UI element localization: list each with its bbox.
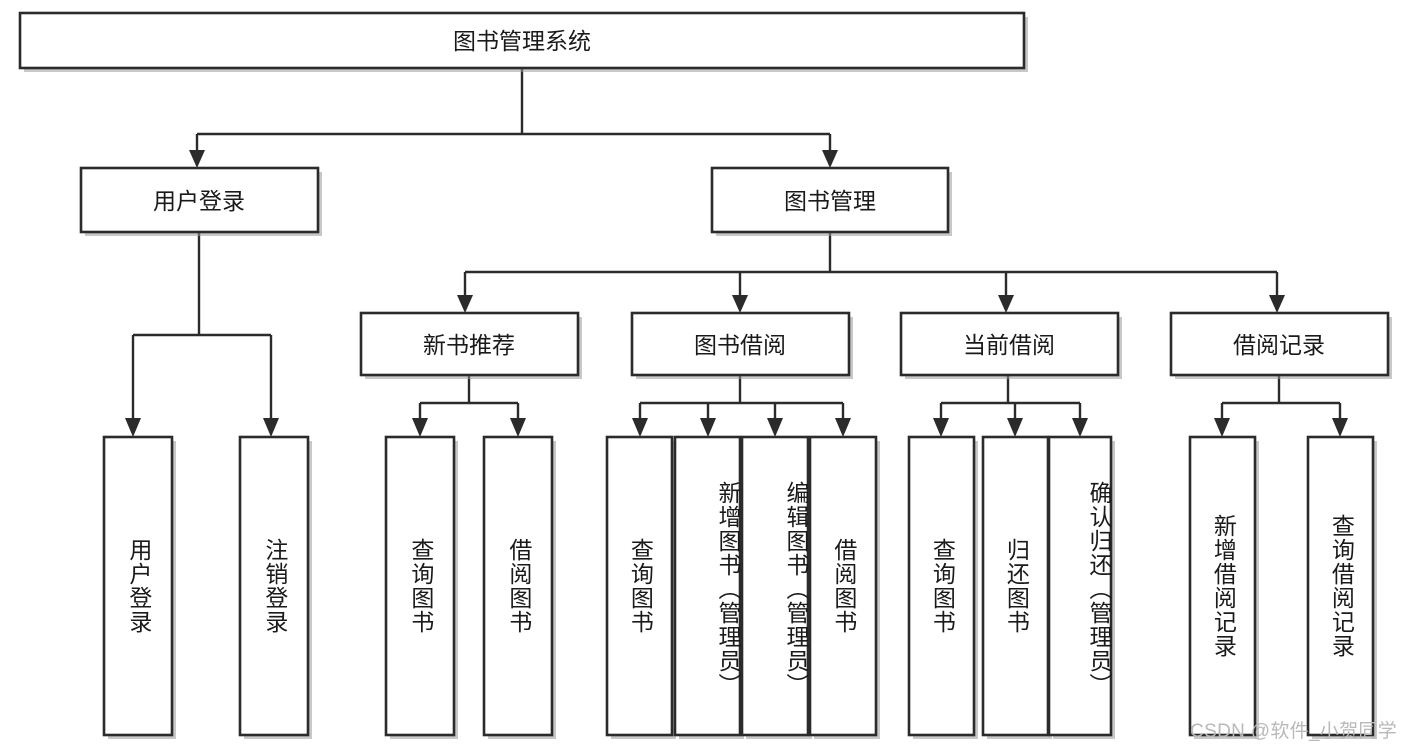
leaf-rect-3[interactable] (482, 435, 554, 737)
leaf-rect-7[interactable] (808, 435, 878, 737)
leaf-rect-2[interactable] (384, 435, 456, 737)
arrowhead-bookmgmt-record (1269, 295, 1285, 313)
node-root-rect[interactable] (18, 11, 1026, 70)
node-new-book-recommend-label: 新书推荐 (423, 332, 515, 358)
arrowhead-borrow-leaf-1 (632, 418, 648, 437)
arrowhead-current-leaf-2 (1007, 418, 1023, 437)
leaf-rect-4[interactable] (605, 435, 674, 737)
arrowhead-borrow-leaf-4 (835, 418, 851, 437)
leaf-rect-12[interactable] (1306, 435, 1375, 737)
node-user-login-label: 用户登录 (153, 188, 245, 214)
node-book-management-rect[interactable] (710, 166, 950, 234)
node-current-borrow-label: 当前借阅 (963, 332, 1055, 358)
connectors-bookmgmt-to-level3 (457, 232, 1285, 313)
arrowhead-record-leaf-1 (1214, 418, 1230, 437)
node-borrow-record-rect[interactable] (1169, 311, 1390, 377)
arrowhead-bookmgmt-borrow (732, 295, 748, 313)
node-new-book-recommend[interactable]: 新书推荐 (359, 311, 582, 379)
leaf-rect-0[interactable] (102, 435, 174, 737)
node-user-login-rect[interactable] (79, 166, 320, 234)
leaf-rect-8[interactable] (907, 435, 976, 737)
arrowhead-current-leaf-3 (1072, 418, 1088, 437)
leaf-rect-1[interactable] (238, 435, 310, 737)
arrowhead-login-leaf-1 (125, 418, 141, 437)
node-root-label: 图书管理系统 (453, 28, 591, 54)
connectors-root-to-level2 (189, 68, 838, 168)
node-user-login[interactable]: 用户登录 (79, 166, 322, 236)
arrowhead-login-leaf-2 (263, 418, 279, 437)
node-current-borrow-rect[interactable] (899, 311, 1120, 377)
connectors-current-to-leaves (933, 375, 1088, 437)
connectors-login-to-leaves (125, 232, 279, 437)
leaf-boxes (102, 435, 1377, 739)
node-book-management-label: 图书管理 (784, 188, 876, 214)
node-borrow-record[interactable]: 借阅记录 (1169, 311, 1392, 379)
leaf-rect-5[interactable] (673, 435, 742, 737)
arrowhead-newbook-leaf-2 (510, 418, 526, 437)
connectors-borrow-to-leaves (632, 375, 851, 437)
node-book-borrow-label: 图书借阅 (694, 332, 786, 358)
node-new-book-recommend-rect[interactable] (359, 311, 580, 377)
node-book-borrow[interactable]: 图书借阅 (630, 311, 853, 379)
connectors-newbook-to-leaves (412, 375, 526, 437)
node-current-borrow[interactable]: 当前借阅 (899, 311, 1122, 379)
arrowhead-borrow-leaf-3 (767, 418, 783, 437)
csdn-watermark: CSDN @软件_小贺同学 (1190, 721, 1397, 742)
leaf-rect-10[interactable] (1047, 435, 1113, 737)
arrowhead-bookmgmt-current (998, 295, 1014, 313)
arrowhead-root-to-login (189, 150, 205, 168)
node-book-borrow-rect[interactable] (630, 311, 851, 377)
arrowhead-newbook-leaf-1 (412, 418, 428, 437)
leaf-rect-11[interactable] (1188, 435, 1257, 737)
connectors-record-to-leaves (1214, 375, 1348, 437)
leaf-rect-6[interactable] (740, 435, 810, 737)
arrowhead-root-to-bookmgmt (822, 150, 838, 168)
node-borrow-record-label: 借阅记录 (1233, 332, 1325, 358)
node-root[interactable]: 图书管理系统 (18, 11, 1028, 72)
arrowhead-borrow-leaf-2 (700, 418, 716, 437)
node-book-management[interactable]: 图书管理 (710, 166, 952, 236)
arrowhead-bookmgmt-newbook (457, 295, 473, 313)
arrowhead-current-leaf-1 (933, 418, 949, 437)
arrowhead-record-leaf-2 (1332, 418, 1348, 437)
leaf-rect-9[interactable] (981, 435, 1050, 737)
